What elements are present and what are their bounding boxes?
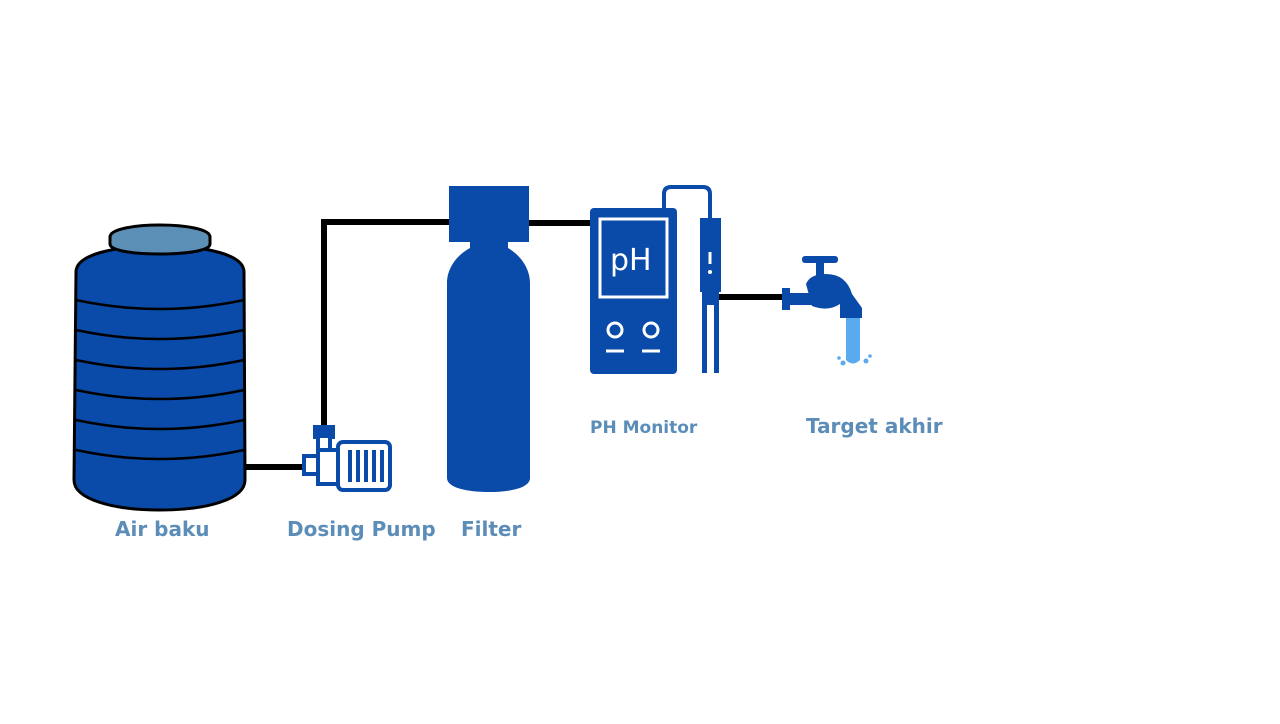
label-ph-monitor: PH Monitor (590, 418, 698, 438)
pipes (246, 219, 784, 470)
pump-icon (302, 425, 392, 492)
label-dosing-pump: Dosing Pump (287, 517, 436, 541)
pipe-pump-to-filter (321, 219, 450, 433)
label-air-baku: Air baku (115, 517, 210, 541)
label-filter: Filter (461, 517, 522, 541)
filter-tank-icon (447, 186, 530, 492)
faucet-icon (782, 256, 862, 318)
water-tank-icon (72, 223, 247, 512)
ph-meter-icon: pH (590, 185, 721, 374)
ph-display-text: pH (610, 243, 652, 278)
water-stream (837, 318, 872, 366)
label-target-akhir: Target akhir (806, 414, 943, 438)
